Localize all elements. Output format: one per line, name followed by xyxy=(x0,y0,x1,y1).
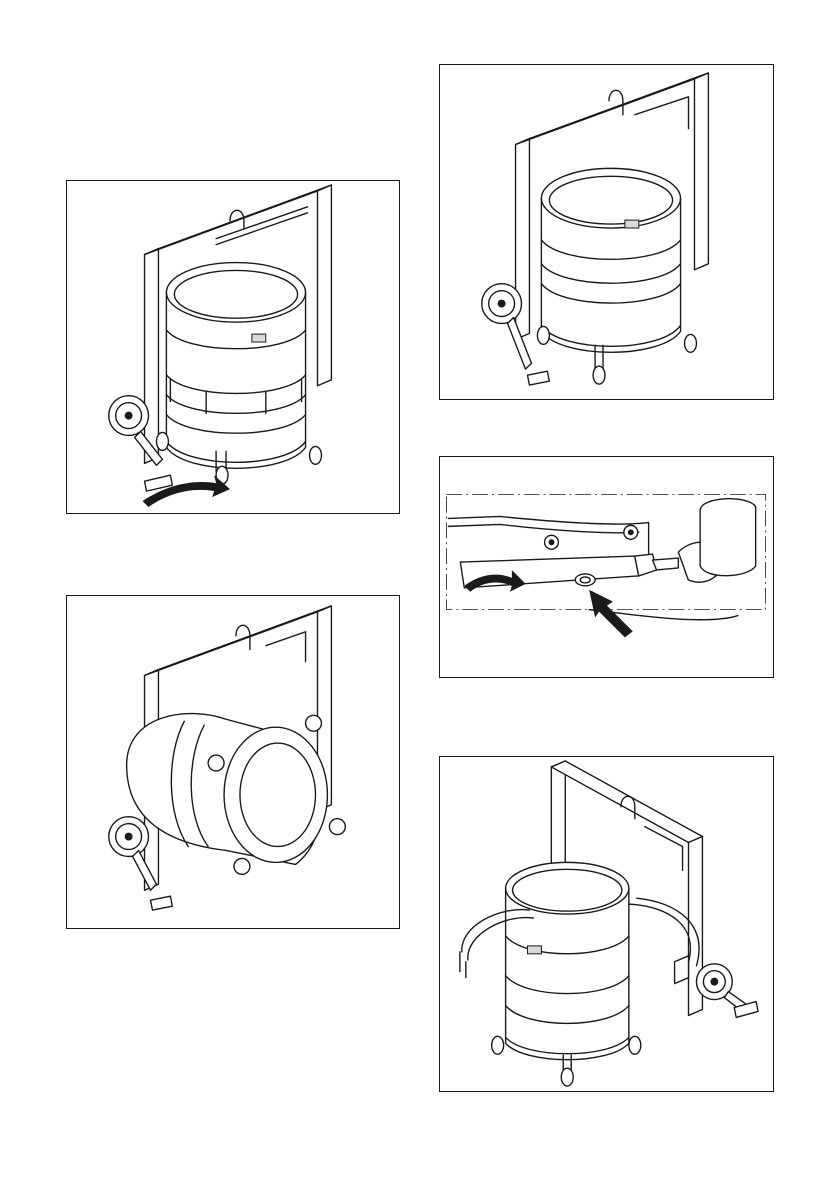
drum-in-frame-drawing xyxy=(440,65,773,399)
lifting-frame xyxy=(145,185,332,463)
figure-2-drum-tilted xyxy=(66,595,400,929)
drum xyxy=(541,168,680,352)
tilted-drum-drawing xyxy=(67,596,399,928)
lifting-frame-drawing xyxy=(67,181,399,513)
figure-1-drum-in-frame-rotate-crank xyxy=(66,180,400,514)
frame-open-drawing xyxy=(440,757,773,1091)
crank-handle xyxy=(675,956,758,1018)
tilted-drum xyxy=(127,714,346,875)
drum xyxy=(506,862,629,1059)
figure-4-clamp-detail xyxy=(439,456,774,678)
clamp-detail-drawing xyxy=(440,457,773,677)
figure-5-frame-opened xyxy=(439,756,774,1092)
figure-3-drum-in-frame xyxy=(439,64,774,400)
drum xyxy=(166,263,305,469)
